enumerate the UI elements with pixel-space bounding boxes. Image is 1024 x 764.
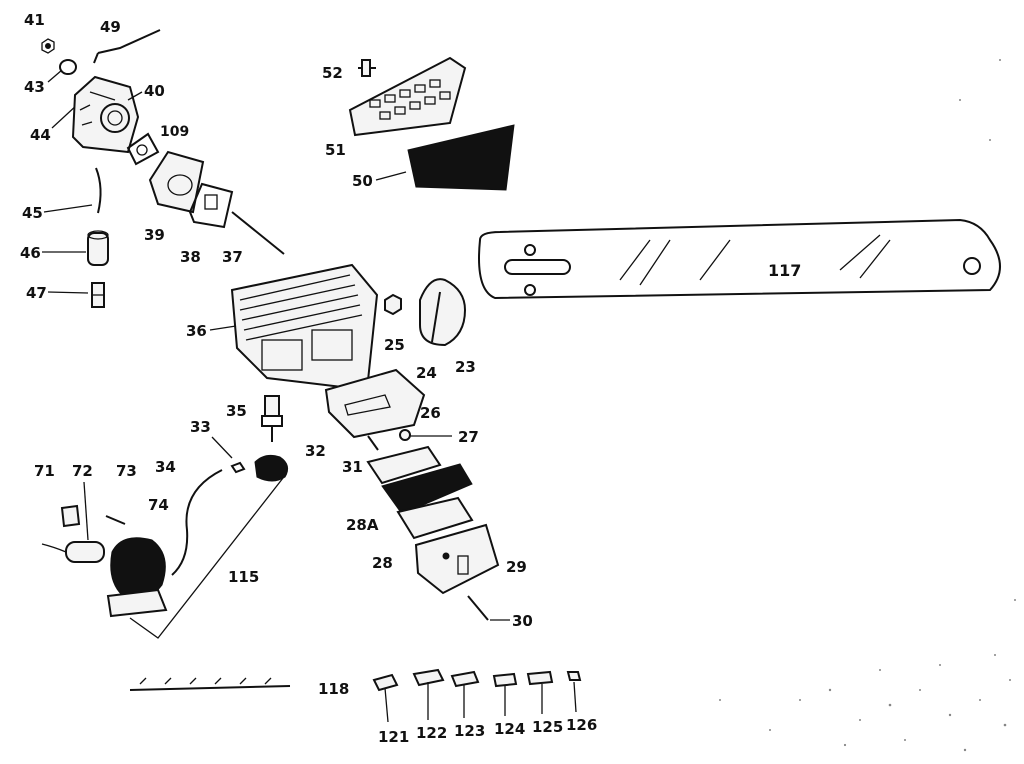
label-38: 38 (180, 248, 201, 266)
label-29: 29 (506, 558, 527, 576)
label-36: 36 (186, 322, 207, 340)
label-49: 49 (100, 18, 121, 36)
part-51-air-filter-cover (348, 56, 467, 137)
label-125: 125 (532, 718, 563, 736)
label-122: 122 (416, 724, 447, 742)
part-115-bracket-line (129, 477, 284, 639)
part-125-link (526, 670, 554, 686)
label-45: 45 (22, 204, 43, 222)
label-51: 51 (325, 141, 346, 159)
label-25: 25 (384, 336, 405, 354)
part-40-carburetor (71, 75, 140, 154)
label-43: 43 (24, 78, 45, 96)
label-73: 73 (116, 462, 137, 480)
label-118: 118 (318, 680, 349, 698)
label-109: 109 (160, 124, 189, 140)
label-121: 121 (378, 728, 409, 746)
part-33-terminal (230, 461, 246, 474)
part-43-ring (59, 59, 77, 75)
part-49-rod (93, 29, 161, 64)
label-24: 24 (416, 364, 437, 382)
part-121-link (372, 673, 399, 692)
part-38-gasket (188, 182, 234, 229)
label-124: 124 (494, 720, 525, 738)
background-speckle (719, 59, 1016, 752)
label-34: 34 (155, 458, 176, 476)
part-52-screw (358, 59, 376, 77)
label-23: 23 (455, 358, 476, 376)
label-32: 32 (305, 442, 326, 460)
label-28A: 28A (346, 516, 379, 534)
part-123-link (450, 670, 480, 688)
part-50-filter-element (407, 124, 515, 191)
label-117: 117 (768, 261, 801, 280)
part-26-muffler (324, 368, 426, 439)
label-123: 123 (454, 722, 485, 740)
label-39: 39 (144, 226, 165, 244)
part-73-screw (105, 515, 126, 525)
part-35-spark-plug (261, 395, 283, 442)
part-34-ignition-wire (171, 469, 223, 576)
part-47-pickup (91, 282, 105, 308)
part-122-link (412, 668, 445, 687)
part-117-guide-bar (478, 218, 1001, 300)
part-37-rod (231, 211, 285, 255)
label-72: 72 (72, 462, 93, 480)
part-39-adapter (148, 150, 205, 214)
label-52: 52 (322, 64, 343, 82)
part-28-plate (396, 496, 474, 540)
part-30-screw (467, 595, 510, 621)
label-28: 28 (372, 554, 393, 572)
label-35: 35 (226, 402, 247, 420)
part-23-plate (419, 278, 467, 347)
label-47: 47 (26, 284, 47, 302)
label-74: 74 (148, 496, 169, 514)
part-36-cylinder (230, 263, 379, 392)
label-30: 30 (512, 612, 533, 630)
part-45-fuel-hose (95, 167, 102, 214)
label-33: 33 (190, 418, 211, 436)
part-32-spark-boot (254, 454, 289, 482)
part-24-stud (431, 291, 441, 343)
label-44: 44 (30, 126, 51, 144)
label-71: 71 (34, 462, 55, 480)
part-118-chain (129, 677, 291, 691)
label-46: 46 (20, 244, 41, 262)
part-72-condenser (41, 541, 105, 563)
label-50: 50 (352, 172, 373, 190)
part-31-pin (367, 435, 379, 451)
part-71-bracket (60, 504, 81, 528)
label-31: 31 (342, 458, 363, 476)
label-41: 41 (24, 11, 45, 29)
part-28A-screen (366, 445, 473, 515)
part-46-fuel-filter (87, 230, 109, 266)
part-27-screw (399, 429, 452, 441)
link-leader-lines (384, 681, 577, 723)
label-27: 27 (458, 428, 479, 446)
part-109-gasket (126, 132, 160, 166)
label-115: 115 (228, 568, 259, 586)
label-40: 40 (144, 82, 165, 100)
part-41-nut (41, 38, 55, 54)
part-124-link (492, 672, 518, 688)
label-26: 26 (420, 404, 441, 422)
label-126: 126 (566, 716, 597, 734)
part-29-muffler-cover (414, 523, 500, 595)
part-25-nut (384, 293, 402, 316)
label-37: 37 (222, 248, 243, 266)
part-74-ignition-coil (106, 537, 168, 618)
part-126-link (566, 671, 582, 681)
